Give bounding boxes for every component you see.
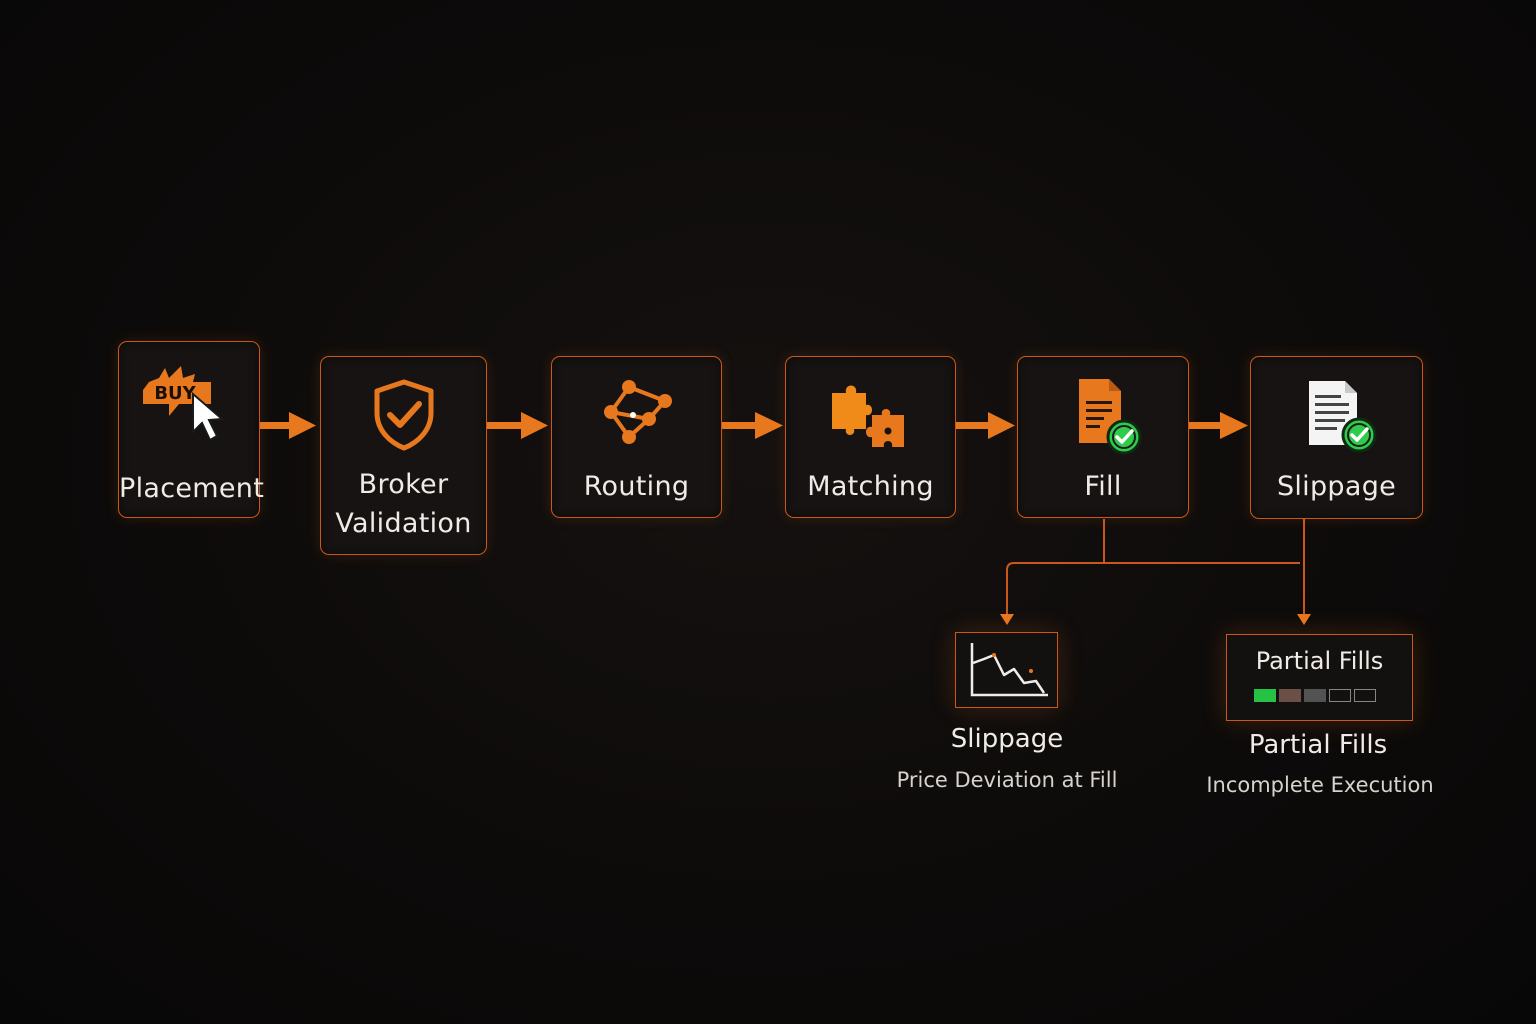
branch-arrow-slippage-outcome (1000, 614, 1014, 625)
arrow-routing-to-matching (721, 412, 783, 439)
shield-check-icon (374, 379, 433, 451)
outcome-subtitle: Incomplete Execution (1206, 773, 1434, 797)
step-label: Routing (583, 471, 690, 502)
buy-cursor-icon: BUY (143, 366, 225, 442)
progress-segment (1254, 689, 1276, 702)
outcome-slippage-card (955, 632, 1058, 708)
step-matching: Matching (785, 356, 956, 518)
arrow-placement-to-broker (248, 412, 316, 439)
branch-line-horizontal (1006, 562, 1300, 614)
step-label: Fill (1084, 471, 1122, 502)
progress-segment (1329, 689, 1351, 702)
progress-segment (1304, 689, 1326, 702)
step-placement: BUY Placement (118, 341, 265, 518)
arrow-matching-to-fill (955, 412, 1015, 439)
step-label: Slippage (1276, 471, 1397, 502)
arrow-broker-to-routing (486, 412, 548, 439)
step-broker-validation: Broker Validation (320, 356, 487, 555)
outcome-partial-fills-card: Partial Fills (1226, 634, 1413, 721)
network-nodes-icon (603, 380, 672, 444)
arrow-fill-to-slippage (1187, 412, 1248, 439)
declining-line-chart-icon (970, 643, 1048, 697)
step-routing: Routing (551, 356, 722, 518)
progress-segment (1354, 689, 1376, 702)
step-label: Matching (807, 471, 934, 502)
outcome-title: Slippage (950, 724, 1064, 754)
document-check-icon (1079, 379, 1142, 455)
placement-badge-text: BUY (154, 383, 196, 404)
step-fill: Fill (1017, 356, 1189, 518)
report-check-icon (1308, 381, 1376, 453)
outcome-title: Partial Fills (1248, 730, 1388, 760)
puzzle-icon (831, 385, 904, 447)
partial-fills-inner-label: Partial Fills (1255, 647, 1384, 675)
step-label-line-1: Broker (358, 469, 449, 500)
step-slippage: Slippage (1250, 356, 1423, 519)
outcome-subtitle: Price Deviation at Fill (896, 768, 1118, 792)
step-label: Placement (119, 473, 265, 504)
progress-segment (1279, 689, 1301, 702)
step-label-line-2: Validation (335, 508, 472, 539)
branch-arrow-partial-fills-outcome (1297, 614, 1311, 625)
